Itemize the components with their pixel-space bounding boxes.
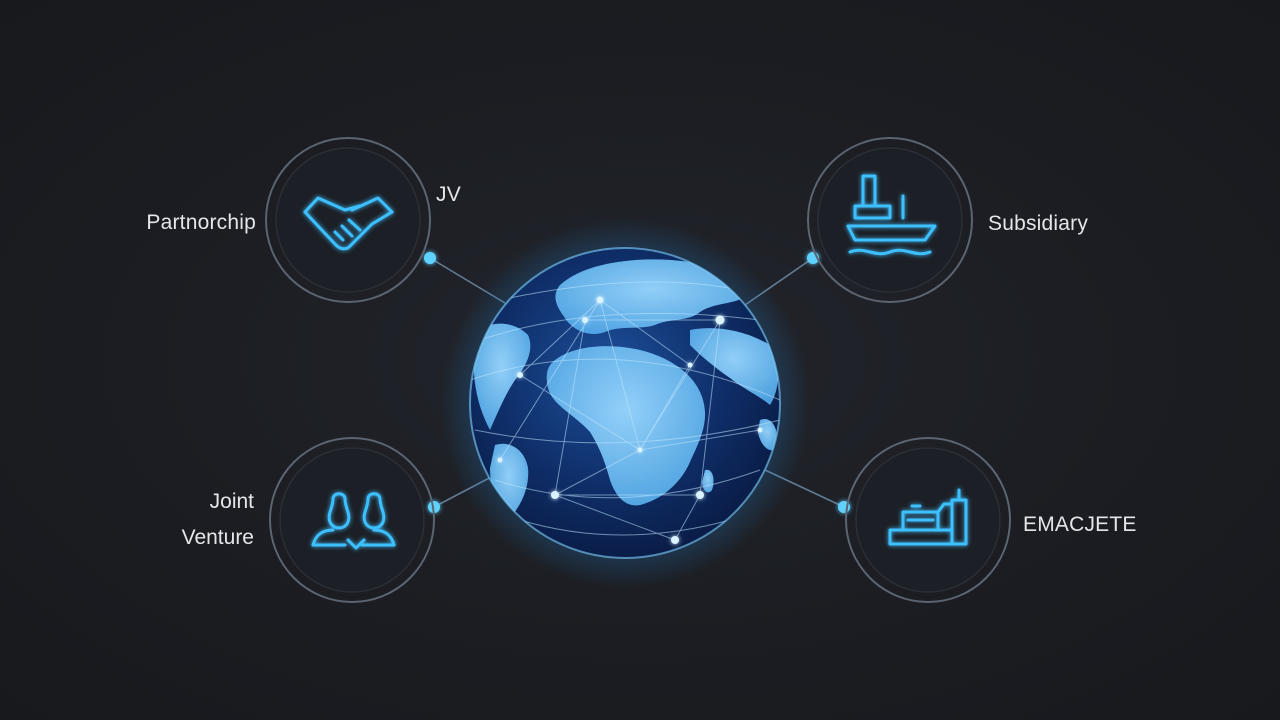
industrial-plant-icon (888, 488, 968, 546)
partnership-node (265, 137, 431, 303)
two-people-icon (311, 492, 396, 550)
jv-label: JV (436, 183, 461, 206)
connector-dot (424, 252, 436, 264)
joint-venture-node (269, 437, 435, 603)
joint-venture-label-line2: Venture (181, 525, 254, 549)
subsidiary-label: Subsidiary (988, 212, 1089, 235)
subsidiary-node (807, 137, 973, 303)
joint-venture-label: Joint Venture (150, 484, 254, 555)
handshake-icon (303, 196, 394, 251)
joint-venture-label-line1: Joint (209, 490, 254, 513)
connector-dot (428, 501, 440, 513)
factory-ship-icon (846, 174, 937, 256)
emacjete-label: EMACJETE (1023, 513, 1137, 536)
globe-network-icon (440, 218, 810, 588)
emacjete-node (845, 437, 1011, 603)
partnership-label: Partnorchip (146, 211, 256, 234)
